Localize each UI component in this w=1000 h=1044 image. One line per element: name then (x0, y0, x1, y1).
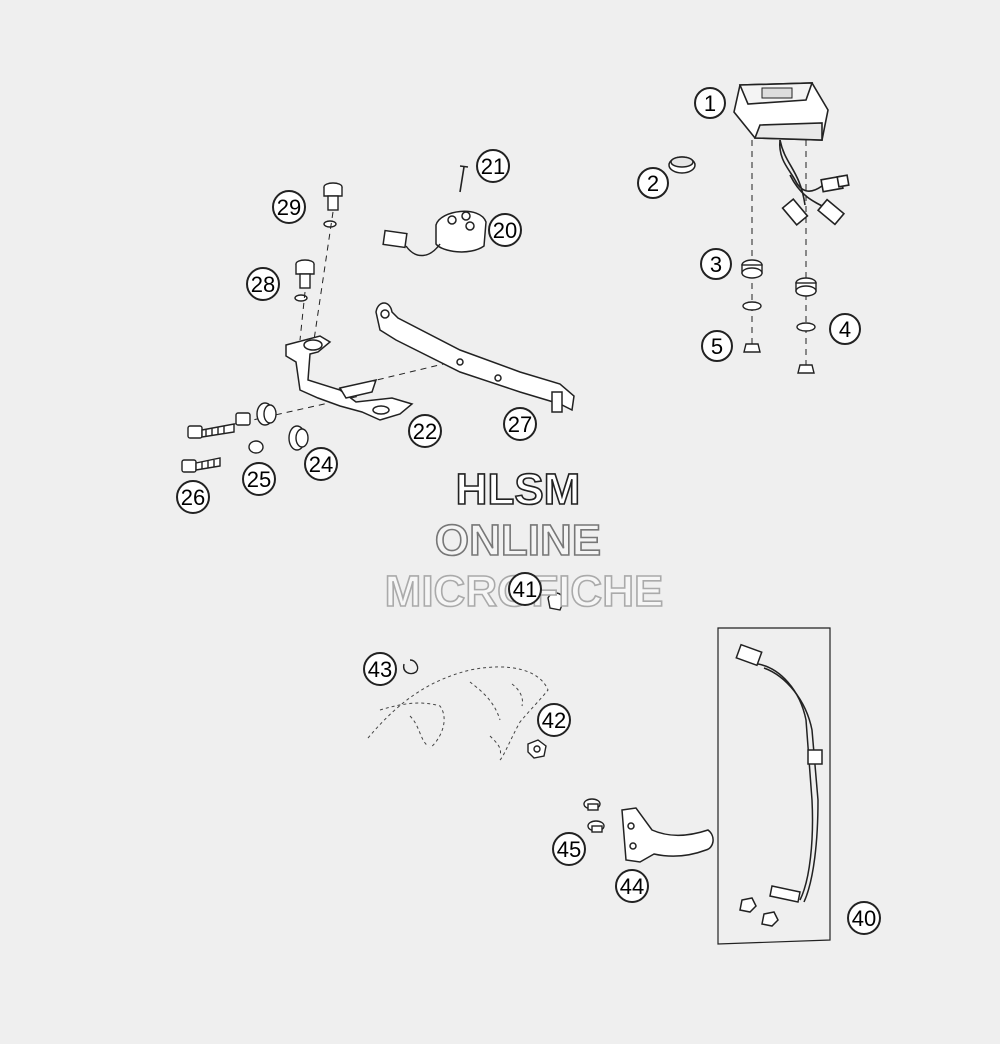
part-44-bracket (621, 807, 714, 863)
callout-label: 22 (413, 419, 437, 444)
callout-45: 45 (552, 832, 586, 866)
callout-label: 40 (852, 906, 876, 931)
callout-label: 1 (704, 91, 716, 116)
watermark-line-1: HLSM (456, 465, 581, 514)
part-41-clip (547, 592, 565, 611)
part-25-spacer (235, 412, 264, 454)
callout-label: 20 (493, 218, 517, 243)
part-2-cap (668, 156, 696, 174)
frame-outline-sketch (367, 666, 549, 761)
part-3-grommets (741, 259, 817, 297)
callout-label: 21 (481, 154, 505, 179)
part-26-bolts (181, 423, 235, 473)
part-43-ring (402, 659, 419, 675)
callout-25: 25 (242, 462, 276, 496)
part-40-sensor-box (717, 627, 831, 945)
part-21-screw (459, 165, 469, 193)
callout-27: 27 (503, 407, 537, 441)
callout-1: 1 (694, 87, 726, 119)
callout-29: 29 (272, 190, 306, 224)
callout-label: 27 (508, 412, 532, 437)
part-42-nut (527, 739, 547, 759)
callout-label: 43 (368, 657, 392, 682)
callout-44: 44 (615, 869, 649, 903)
callout-3: 3 (700, 248, 732, 280)
callout-label: 2 (647, 171, 659, 196)
callout-2: 2 (637, 167, 669, 199)
callout-label: 41 (513, 577, 537, 602)
callout-43: 43 (363, 652, 397, 686)
part-22-bracket (285, 335, 414, 421)
callout-24: 24 (304, 447, 338, 481)
callout-26: 26 (176, 480, 210, 514)
part-4-washers (742, 301, 816, 332)
callout-22: 22 (408, 414, 442, 448)
callout-42: 42 (537, 703, 571, 737)
callout-label: 28 (251, 272, 275, 297)
part-20-switch (382, 210, 487, 257)
callout-20: 20 (488, 213, 522, 247)
part-28-pin (294, 259, 315, 302)
callout-label: 25 (247, 467, 271, 492)
part-1-speedometer-unit (733, 82, 850, 365)
callout-label: 4 (839, 317, 851, 342)
callout-label: 24 (309, 452, 333, 477)
callout-label: 44 (620, 874, 644, 899)
callouts: 1 2 3 4 5 21 20 29 28 22 27 24 25 26 41 … (176, 87, 881, 935)
part-27-bracket (338, 302, 575, 413)
callout-4: 4 (829, 313, 861, 345)
watermark-line-2: ONLINE (435, 516, 601, 565)
callout-label: 29 (277, 195, 301, 220)
callout-label: 5 (711, 334, 723, 359)
callout-28: 28 (246, 267, 280, 301)
callout-label: 42 (542, 708, 566, 733)
callout-label: 3 (710, 252, 722, 277)
callout-5: 5 (701, 330, 733, 362)
callout-label: 45 (557, 837, 581, 862)
callout-label: 26 (181, 485, 205, 510)
callout-21: 21 (476, 149, 510, 183)
callout-41: 41 (508, 572, 542, 606)
part-29-pin (323, 182, 343, 228)
part-45-screws (583, 798, 605, 833)
part-5-nuts (743, 343, 815, 374)
part-24-grommet (256, 402, 309, 451)
callout-40: 40 (847, 901, 881, 935)
